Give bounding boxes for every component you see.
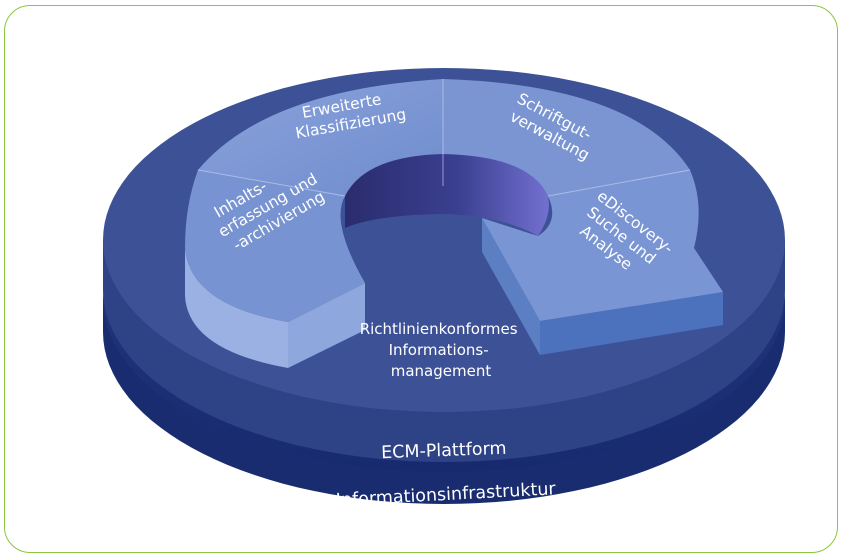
ecm-diagram: Erweiterte Klassifizierung Schriftgut- v… (103, 68, 785, 504)
ring-top (185, 79, 723, 322)
segment-left (185, 170, 365, 322)
label-platform: ECM-Plattform (381, 439, 507, 463)
segment-right (482, 170, 723, 321)
label-center: Richtlinienkonformes Informations- manag… (360, 320, 523, 380)
center-hole (345, 154, 549, 236)
